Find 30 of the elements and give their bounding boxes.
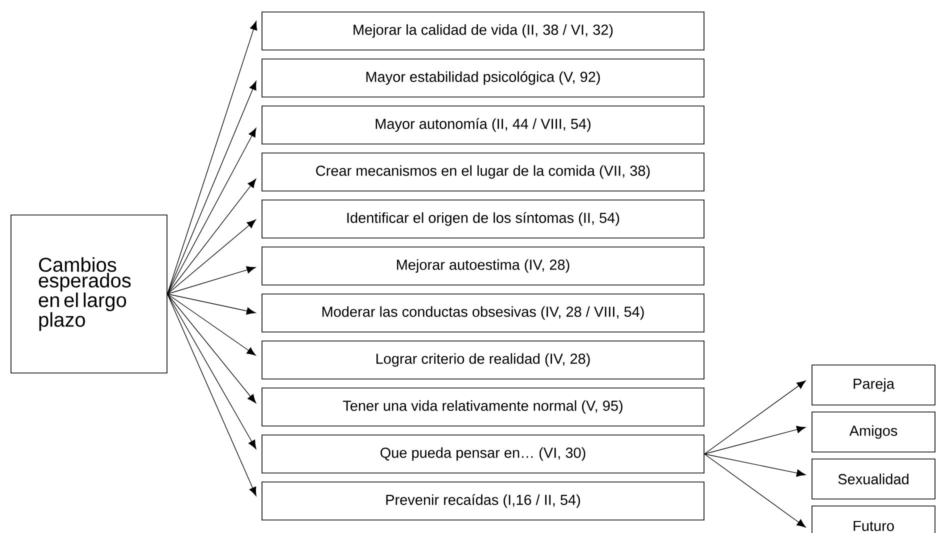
topic-box: Cambios esperados en el largo plazo — [10, 214, 168, 374]
box: Mayor estabilidad psicológica (V, 92) — [262, 58, 704, 98]
box: Mayor autonomía (II, 44 / VIII, 54) — [262, 106, 704, 144]
box: Moderar las conductas obsesivas (IV, 28 / VIII, 54) — [262, 294, 704, 332]
arrow — [167, 294, 256, 315]
box: Tener una vida relativamente normal (V, 95) — [262, 388, 704, 426]
box: Mejorar la calidad de vida (II, 38 / VI, 32) — [262, 12, 704, 50]
box: Prevenir recaídas (I,16 / II, 54) — [262, 482, 704, 520]
box: Sexualidad — [812, 458, 936, 500]
arrow — [704, 454, 806, 528]
arrow — [167, 294, 256, 404]
arrow — [167, 220, 256, 294]
arrow — [167, 294, 256, 496]
arrow — [167, 294, 256, 450]
arrow — [704, 380, 806, 454]
box: Mejorar autoestima (IV, 28) — [262, 246, 704, 286]
box: Amigos — [812, 412, 936, 452]
box: Lograr criterio de realidad (IV, 28) — [262, 340, 704, 380]
box: Identificar el origen de los síntomas (II, 54) — [262, 200, 704, 238]
arrow — [704, 426, 806, 454]
box: Pareja — [812, 364, 936, 406]
arrow — [167, 80, 256, 294]
arrow — [704, 454, 806, 477]
arrow — [167, 178, 256, 294]
box: Futuro — [812, 506, 936, 533]
box: Crear mecanismos en el lugar de la comida (VII, 38) — [262, 152, 704, 192]
box: Que pueda pensar en… (VI, 30) — [262, 434, 704, 474]
arrow — [167, 294, 256, 356]
arrow — [167, 266, 256, 294]
arrow — [167, 128, 256, 294]
